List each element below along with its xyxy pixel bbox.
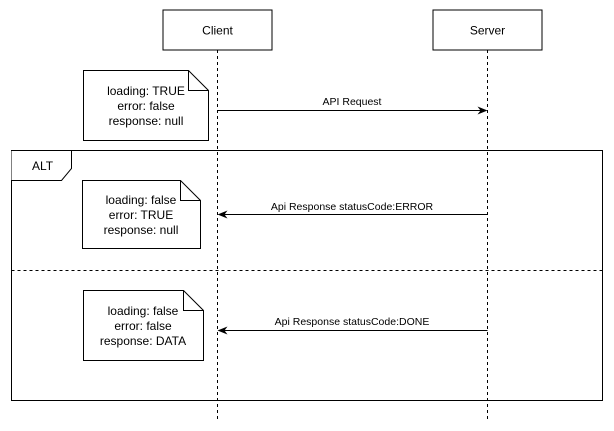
participant-box-server	[432, 9, 543, 51]
alt-frame-tab	[11, 150, 72, 181]
alt-frame: ALT	[11, 150, 603, 401]
note-line: response: DATA	[100, 334, 186, 348]
participant-label-client: Client	[202, 24, 233, 38]
state-note-done: loading: false error: false response: DA…	[83, 290, 204, 361]
note-line: response: null	[104, 223, 179, 237]
note-fold	[188, 70, 209, 91]
note-line: loading: false	[106, 193, 177, 207]
participant-server: Server	[432, 9, 543, 421]
message-label: Api Response statusCode:ERROR	[271, 201, 434, 213]
message-error-response: Api Response statusCode:ERROR	[217, 201, 488, 219]
message-label: Api Response statusCode:DONE	[275, 316, 430, 328]
note-fold	[180, 180, 201, 201]
participant-client: Client	[162, 9, 273, 421]
note-shape	[82, 180, 201, 249]
message-label: API Request	[323, 96, 382, 108]
alt-frame-label: ALT	[32, 159, 54, 173]
message-api-request: API Request	[217, 96, 488, 115]
participant-label-server: Server	[470, 24, 505, 38]
note-shape	[83, 70, 209, 141]
note-line: response: null	[109, 114, 184, 128]
note-shape	[83, 290, 204, 361]
note-line: error: false	[114, 319, 172, 333]
state-note-request: loading: TRUE error: false response: nul…	[83, 70, 209, 141]
note-line: error: TRUE	[109, 208, 173, 222]
note-line: loading: false	[108, 304, 179, 318]
state-note-error: loading: false error: TRUE response: nul…	[82, 180, 201, 249]
note-line: loading: TRUE	[107, 84, 185, 98]
note-fold	[183, 290, 204, 311]
message-done-response: Api Response statusCode:DONE	[217, 316, 488, 335]
participant-box-client	[162, 9, 273, 51]
note-line: error: false	[117, 99, 175, 113]
alt-frame-border	[11, 150, 603, 401]
